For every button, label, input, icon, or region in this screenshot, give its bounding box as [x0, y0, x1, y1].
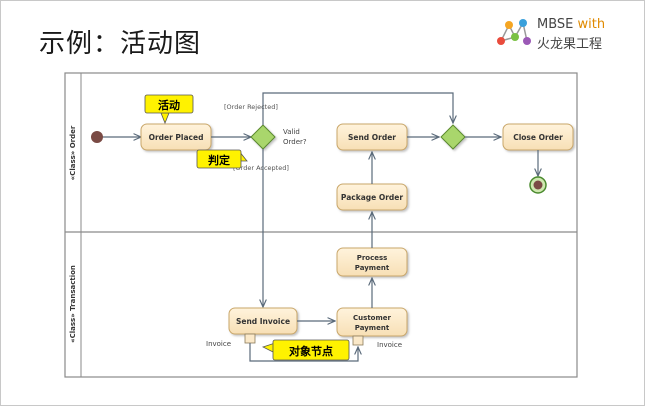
logo-text-line1: MBSE with	[537, 17, 605, 32]
action-customer-payment-label-1: Customer	[353, 314, 391, 322]
action-process-payment-label-1: Process	[357, 254, 388, 262]
decision-guard-line2: Order?	[283, 138, 307, 146]
callout-object-node	[261, 339, 350, 361]
logo-network-icon	[497, 19, 531, 45]
decision-guard-line1: Valid	[283, 128, 300, 136]
object-flow-invoice	[249, 343, 358, 362]
guard-order-accepted: [Order Accepted]	[233, 164, 289, 172]
final-node-inner	[533, 180, 543, 190]
swimlane-label-order: «Class» Order	[69, 125, 77, 180]
pin-invoice-in	[352, 335, 364, 346]
action-send-invoice-label: Send Invoice	[236, 317, 290, 326]
pin-invoice-out-label: Invoice	[206, 340, 231, 348]
callout-object-node-label: 对象节点	[289, 344, 333, 358]
callout-decision-label: 判定	[208, 153, 230, 167]
pin-invoice-in-label: Invoice	[377, 341, 402, 349]
logo-text-line2: 火龙果工程	[537, 37, 603, 52]
slide-title: 示例：活动图	[39, 29, 202, 59]
callout-activity-label: 活动	[158, 98, 180, 112]
swimlane-label-transaction: «Class» Transaction	[69, 265, 77, 343]
action-close-order-label: Close Order	[513, 133, 563, 142]
swimlane-frame	[64, 72, 578, 378]
logo-with: with	[577, 17, 606, 32]
logo-mbse: MBSE	[537, 17, 574, 32]
merge-node	[440, 124, 466, 150]
action-process-payment-label-2: Payment	[355, 264, 390, 272]
initial-node	[91, 131, 103, 143]
pin-invoice-out	[244, 333, 256, 344]
action-customer-payment-label-2: Payment	[355, 324, 390, 332]
callout-activity	[144, 94, 194, 125]
guard-order-rejected: [Order Rejected]	[224, 103, 278, 111]
logo: MBSE with 火龙果工程	[495, 15, 635, 52]
action-package-order-label: Package Order	[341, 193, 403, 202]
flow-order-rejected	[262, 92, 453, 125]
action-order-placed-label: Order Placed	[149, 133, 204, 142]
action-send-order-label: Send Order	[348, 133, 396, 142]
decision-node	[250, 124, 276, 150]
callout-decision	[196, 149, 248, 169]
